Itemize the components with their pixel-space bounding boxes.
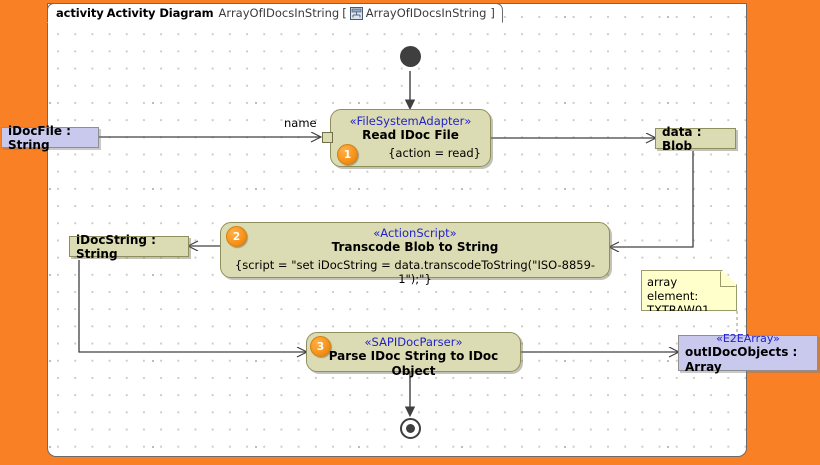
activity3-step-badge[interactable]: 3 (310, 336, 331, 357)
initial-node[interactable] (400, 46, 421, 67)
object-node-idocstring[interactable]: iDocString : String (69, 233, 189, 261)
outidocobjects-stereotype: «E2EArray» (716, 331, 780, 345)
outidocobjects-label: outIDocObjects : Array (685, 344, 798, 374)
object-node-data-blob[interactable]: data : Blob (655, 125, 736, 153)
input-pin-label: name (284, 116, 317, 130)
bracket-close: ] (490, 6, 495, 20)
input-pin-name[interactable] (322, 132, 333, 143)
activity1-name: Read IDoc File (362, 128, 459, 142)
activity1-stereotype: «FileSystemAdapter» (349, 114, 472, 128)
note-fold-corner (720, 271, 736, 287)
diagram-keyword: activity (56, 6, 104, 20)
activity3-name: Parse IDoc String to IDoc Object (328, 349, 499, 378)
note-line-2: TXTRAW01 (647, 303, 710, 317)
diagram-type-label: Activity Diagram (106, 6, 214, 20)
activity-final-node[interactable] (400, 418, 421, 439)
activity-diagram-canvas[interactable]: «FileSystemAdapter» Read IDoc File {acti… (1, 3, 818, 457)
activity2-stereotype: «ActionScript» (373, 226, 457, 240)
activity1-step-badge[interactable]: 1 (337, 144, 358, 165)
note-array-element[interactable]: array element: TXTRAW01 (641, 270, 737, 311)
activity2-step-badge[interactable]: 2 (226, 226, 247, 247)
activity-node-parse-idoc-string[interactable]: «SAPIDocParser» Parse IDoc String to IDo… (306, 332, 521, 378)
diagram-title-bar[interactable]: activity Activity Diagram ArrayOfIDocsIn… (47, 3, 503, 23)
diagram-owner-name: ArrayOfIDocsInString (365, 6, 487, 20)
object-node-idocfile[interactable]: iDocFile : String (1, 124, 99, 152)
activity2-name: Transcode Blob to String (331, 240, 499, 254)
activity-diagram-icon (349, 6, 363, 20)
object-node-outidocobjects[interactable]: «E2EArray» outIDocObjects : Array (678, 331, 818, 374)
activity3-stereotype: «SAPIDocParser» (364, 335, 463, 349)
note-line-1: array element: (647, 275, 699, 303)
diagram-name: ArrayOfIDocsInString (218, 6, 340, 20)
activity2-constraint: {script = "set iDocString = data.transco… (234, 258, 596, 286)
activity-node-transcode-blob-to-string[interactable]: «ActionScript» Transcode Blob to String … (220, 222, 610, 286)
bracket-open: [ (342, 6, 347, 20)
